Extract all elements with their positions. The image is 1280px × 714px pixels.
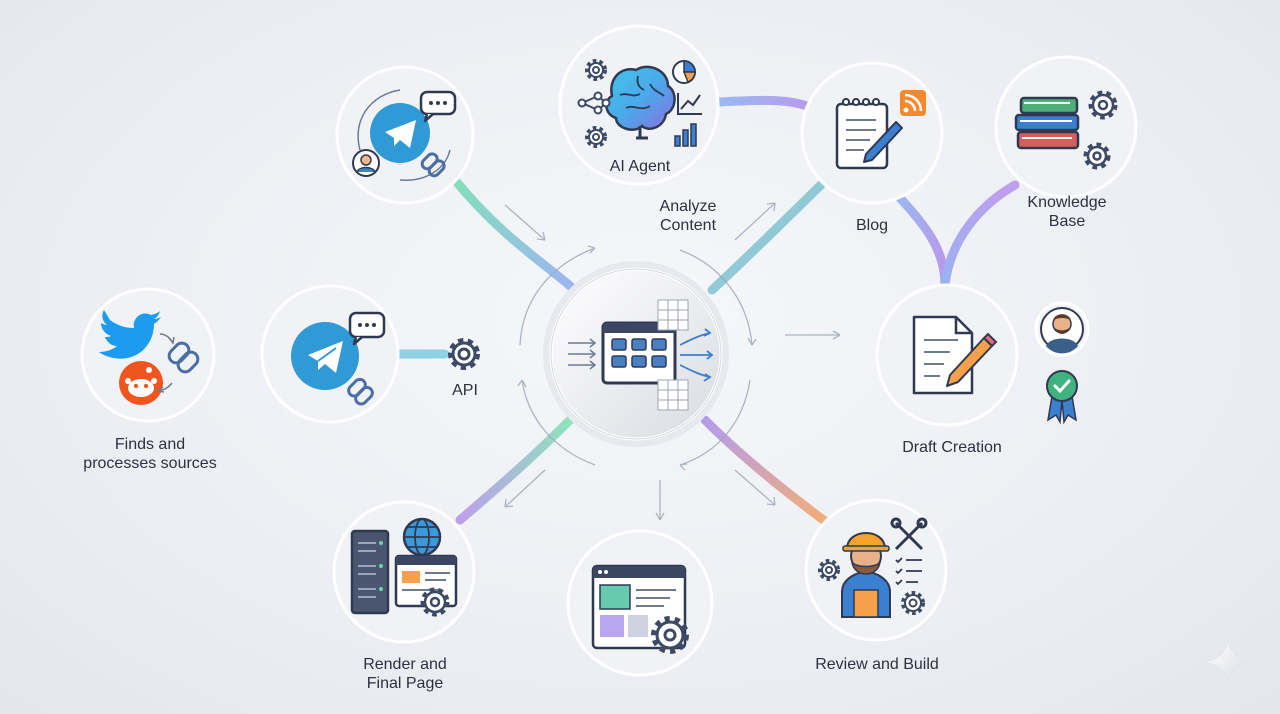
connector-telegram-top-hub [450, 175, 580, 295]
gear-icon [585, 126, 607, 148]
label-api: API [452, 382, 478, 399]
pencil-icon [863, 121, 903, 163]
label-sources: Finds and processes sources [83, 436, 217, 472]
ai-agent-node [558, 24, 720, 186]
pencil-icon [946, 332, 998, 387]
user-avatar-icon [1034, 301, 1090, 357]
connector-blog-draft [895, 193, 950, 290]
chat-bubble-icon [419, 90, 457, 123]
label-blog: Blog [855, 217, 889, 234]
gear-icon [420, 587, 450, 617]
checklist-icon [895, 557, 922, 586]
knowledge-node [994, 55, 1138, 199]
books-icon [1014, 96, 1080, 150]
connector-hub-review [700, 415, 835, 530]
chat-bubble-icon [348, 311, 386, 346]
webpage-node [566, 529, 714, 677]
render-node [332, 500, 476, 644]
telegram-top-node [335, 65, 475, 205]
label-knowledge-base: Knowledge Base [1027, 194, 1107, 230]
link-icon [347, 377, 374, 406]
blog-node [800, 61, 944, 205]
brain-icon [605, 65, 676, 140]
link-icon [420, 152, 446, 178]
document-icon [912, 315, 974, 395]
label-draft-creation: Draft Creation [902, 439, 1002, 456]
pie-chart-icon [672, 60, 696, 84]
notepad-icon [835, 98, 889, 170]
review-node [804, 498, 948, 642]
label-analyze-content: Analyze Content [659, 198, 717, 234]
rss-icon [900, 90, 926, 116]
telegram-icon [291, 322, 359, 390]
flow-arrows [504, 202, 841, 521]
label-review-build: Review and Build [815, 656, 939, 673]
server-icon [350, 529, 390, 615]
draft-node [875, 283, 1019, 427]
award-badge-icon [1046, 370, 1078, 425]
connectors [205, 95, 1020, 545]
label-render-final-page: Render and Final Page [363, 656, 447, 692]
line-chart-icon [677, 93, 702, 115]
connector-hub-render [455, 415, 575, 525]
connector-agent-blog [715, 95, 817, 113]
gear-icon [1083, 142, 1111, 170]
gear-icon [1088, 90, 1118, 120]
connector-blog-hub [707, 175, 831, 295]
reddit-icon [119, 361, 163, 405]
wrench-icon [890, 517, 928, 551]
user-avatar-icon [352, 149, 380, 177]
api-gear-icon [448, 338, 480, 370]
link-icon [167, 341, 200, 374]
hub-node [543, 261, 729, 447]
globe-icon [402, 517, 442, 557]
gear-icon [901, 591, 925, 615]
twitter-icon [99, 310, 161, 359]
worker-icon [841, 532, 891, 618]
sources-node [80, 287, 216, 423]
bar-chart-icon [674, 123, 697, 147]
label-ai-agent: AI Agent [609, 158, 671, 175]
sparkle-icon [1204, 639, 1252, 685]
gear-icon [818, 559, 840, 581]
telegram-icon [370, 103, 430, 163]
data-table-icon [568, 299, 714, 411]
connector-knowledge-draft [940, 180, 1020, 290]
network-icon [577, 91, 611, 115]
telegram-node [260, 284, 400, 424]
gear-icon [651, 616, 689, 654]
gear-icon [585, 59, 607, 81]
